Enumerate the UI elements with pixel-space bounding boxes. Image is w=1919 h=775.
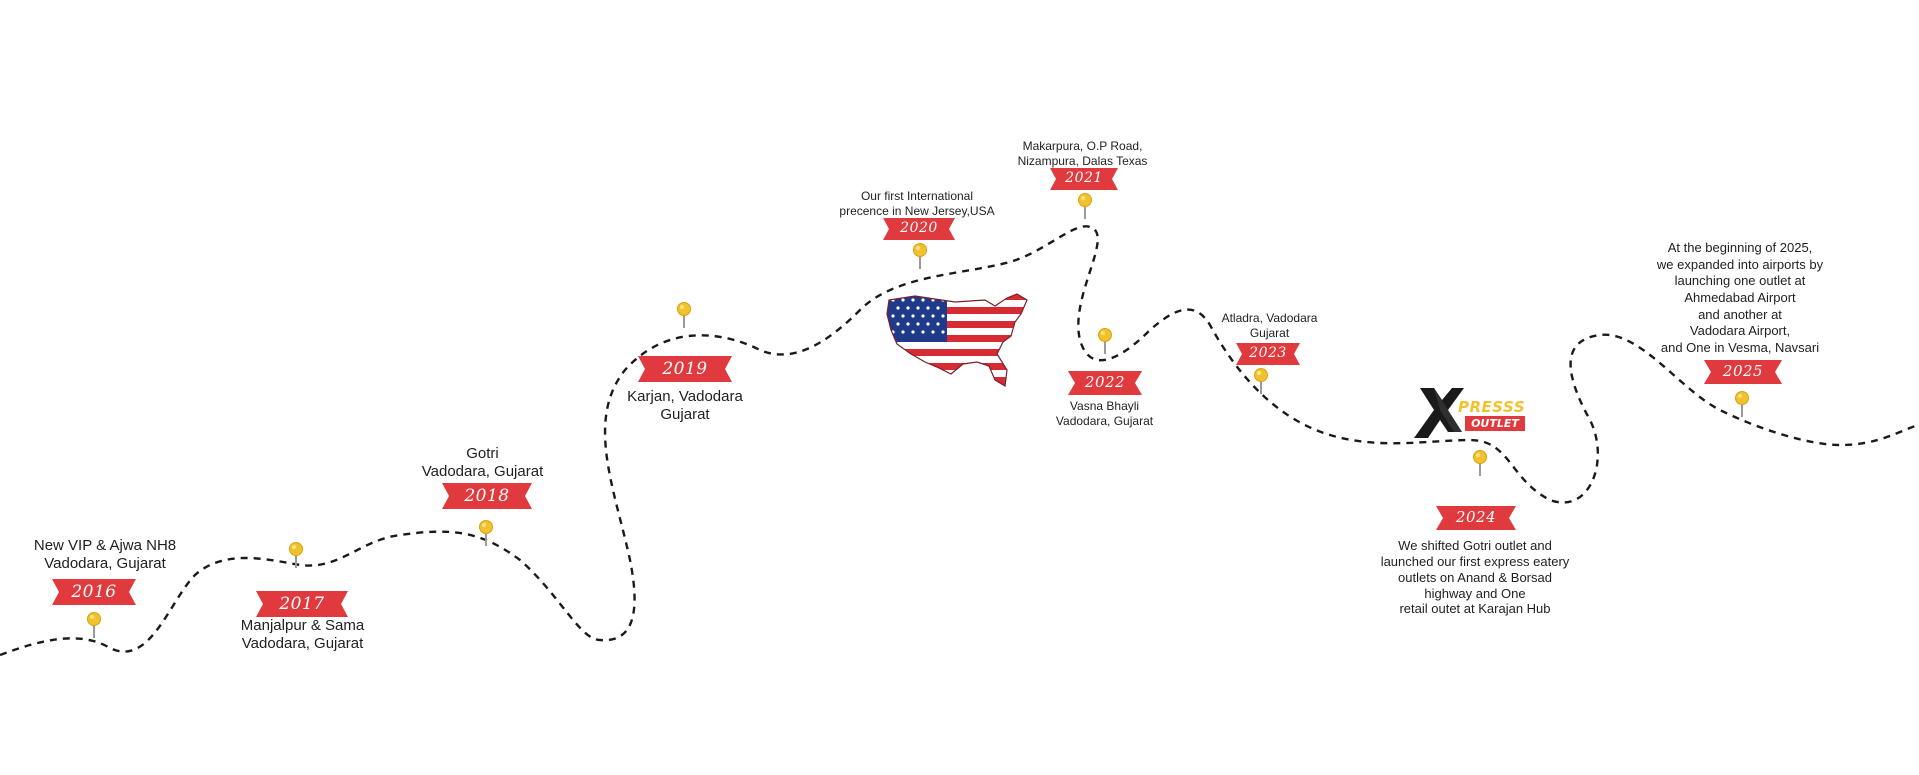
usa-flag-map-icon (885, 292, 1030, 393)
milestone-2020-ribbon: 2020 (883, 218, 955, 240)
description-line: highway and One (1424, 585, 1526, 601)
milestone-2025-ribbon: 2025 (1704, 360, 1782, 384)
map-pin-icon (1097, 328, 1113, 354)
milestone-2017-ribbon: 2017 (256, 591, 348, 617)
milestone-2021-ribbon: 2021 (1050, 168, 1118, 190)
description-line: We shifted Gotri outlet and (1398, 538, 1552, 553)
map-pin-icon (912, 243, 928, 269)
description-line: Manjalpur & Sama (240, 617, 365, 634)
milestone-2023-description: Atladra, Vadodara Gujarat (1177, 311, 1362, 340)
description-line: Vasna Bhayli (1069, 399, 1140, 413)
description-line: Gujarat (1249, 325, 1290, 340)
year-label: 2022 (1084, 373, 1126, 391)
description-line: precence in New Jersey,USA (839, 203, 995, 218)
year-label: 2016 (71, 582, 117, 602)
milestone-2019-ribbon: 2019 (638, 356, 732, 382)
map-pin-icon (86, 612, 102, 638)
map-pin-icon (288, 542, 304, 568)
milestone-2022-ribbon: 2022 (1068, 371, 1142, 395)
milestone-2016-description: New VIP & Ajwa NH8 Vadodara, Gujarat (0, 537, 210, 574)
description-line: Our first International (860, 189, 974, 203)
milestone-2017-description: Manjalpur & Sama Vadodara, Gujarat (200, 617, 405, 654)
year-label: 2019 (662, 359, 708, 379)
year-label: 2020 (900, 220, 938, 236)
description-line: and One in Vesma, Navsari (1660, 339, 1820, 355)
milestone-2022-description: Vasna Bhayli Vadodara, Gujarat (1012, 399, 1197, 428)
description-line: New VIP & Ajwa NH8 (33, 537, 177, 554)
year-label: 2018 (464, 486, 510, 506)
description-line: Vadodara Airport, (1689, 323, 1791, 339)
milestone-2024-description: We shifted Gotri outlet and launched our… (1350, 538, 1600, 617)
description-line: Vadodara, Gujarat (241, 635, 364, 653)
description-line: retail outet at Karajan Hub (1399, 601, 1551, 617)
description-line: Gotri (466, 445, 499, 462)
year-label: 2024 (1455, 508, 1497, 526)
map-pin-icon (1734, 391, 1750, 417)
description-line: launching one outlet at (1674, 273, 1806, 289)
year-label: 2017 (279, 594, 325, 614)
description-line: outlets on Anand & Borsad (1398, 569, 1552, 585)
milestone-2018-description: Gotri Vadodara, Gujarat (380, 445, 585, 482)
milestone-2021-description: Makarpura, O.P Road, Nizampura, Dalas Te… (985, 139, 1180, 168)
description-line: Gujarat (660, 406, 710, 424)
description-line: Karjan, Vadodara (627, 388, 743, 405)
milestone-2016-ribbon: 2016 (52, 579, 136, 605)
description-line: At the beginning of 2025, (1667, 240, 1813, 255)
map-pin-icon (478, 520, 494, 546)
milestone-2023-ribbon: 2023 (1236, 343, 1300, 365)
description-line: Vadodara, Gujarat (421, 463, 544, 481)
year-label: 2023 (1249, 345, 1287, 361)
description-line: Vadodara, Gujarat (1055, 413, 1154, 428)
description-line: Atladra, Vadodara (1221, 311, 1318, 325)
milestone-2020-description: Our first International precence in New … (817, 189, 1017, 218)
year-label: 2021 (1065, 170, 1103, 186)
description-line: Nizampura, Dalas Texas (1017, 153, 1148, 168)
xpresss-outlet-logo: PRESSS OUTLET (1412, 388, 1537, 440)
map-pin-icon (1077, 193, 1093, 219)
milestone-2025-description: At the beginning of 2025, we expanded in… (1600, 240, 1880, 356)
milestone-2019-description: Karjan, Vadodara Gujarat (585, 388, 785, 425)
milestone-2018-ribbon: 2018 (442, 483, 532, 509)
description-line: we expanded into airports by (1656, 256, 1824, 272)
description-line: Ahmedabad Airport (1684, 289, 1796, 305)
description-line: launched our first express eatery (1380, 553, 1570, 569)
milestone-2024-ribbon: 2024 (1436, 506, 1516, 530)
logo-outlet-text: OUTLET (1465, 416, 1525, 431)
map-pin-icon (676, 302, 692, 328)
description-line: Vadodara, Gujarat (44, 555, 166, 573)
logo-brand-text: PRESSS (1458, 398, 1526, 416)
map-pin-icon (1472, 450, 1488, 476)
map-pin-icon (1253, 368, 1269, 394)
year-label: 2025 (1722, 362, 1764, 380)
description-line: and another at (1698, 306, 1782, 322)
description-line: Makarpura, O.P Road, (1022, 139, 1143, 153)
